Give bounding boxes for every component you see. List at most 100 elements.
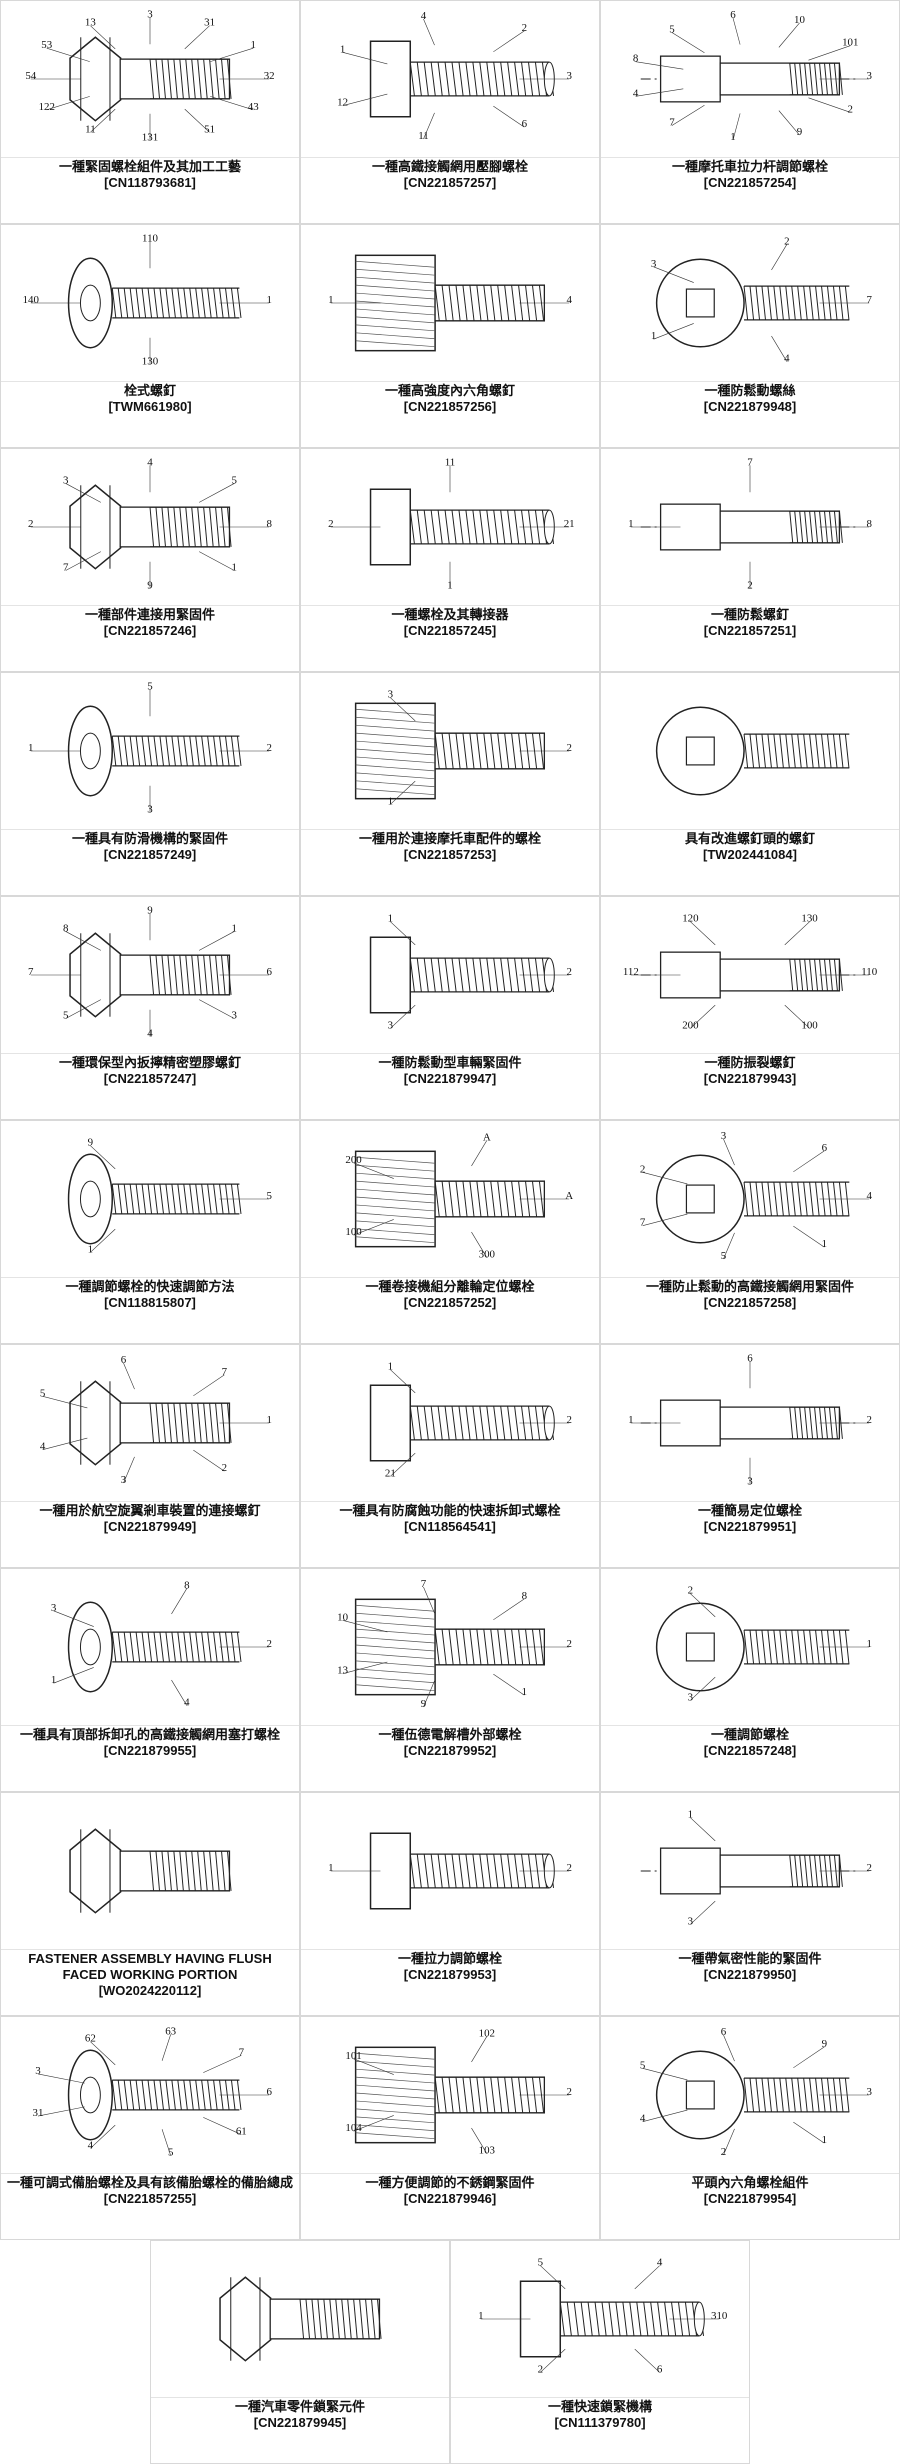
patent-drawing: 3124569	[601, 2017, 899, 2172]
patent-number[interactable]: [CN221857252]	[307, 1295, 593, 1311]
patent-cell[interactable]: 2315一種具有防滑機構的緊固件[CN221857249]	[0, 672, 300, 896]
patent-number[interactable]: [CN221879948]	[607, 399, 893, 415]
patent-title[interactable]: 一種汽車零件鎖緊元件	[157, 2399, 443, 2415]
patent-cell[interactable]: 2316一種簡易定位螺栓[CN221879951]	[600, 1344, 900, 1568]
patent-number[interactable]: [CN221879950]	[607, 1967, 893, 1983]
patent-number[interactable]: [CN221857255]	[7, 2191, 293, 2207]
patent-number[interactable]: [CN111379780]	[457, 2415, 743, 2431]
patent-cell[interactable]: 110100200112120130一種防振裂螺釘[CN221879943]	[600, 896, 900, 1120]
patent-number[interactable]: [CN221879951]	[607, 1519, 893, 1535]
patent-title[interactable]: 一種具有防滑機構的緊固件	[7, 831, 293, 847]
patent-number[interactable]: [TW202441084]	[607, 847, 893, 863]
patent-number[interactable]: [CN221857247]	[7, 1071, 293, 1087]
patent-title[interactable]: 一種環保型內扳擰精密塑膠螺釘	[7, 1055, 293, 1071]
patent-title[interactable]: 一種拉力調節螺栓	[307, 1951, 593, 1967]
patent-title[interactable]: 一種調節螺栓的快速調節方法	[7, 1279, 293, 1295]
patent-title[interactable]: 一種快速鎖緊機構	[457, 2399, 743, 2415]
patent-number[interactable]: [CN221857249]	[7, 847, 293, 863]
patent-number[interactable]: [CN221857246]	[7, 623, 293, 639]
patent-cell[interactable]: 6615431362637一種可調式備胎螺栓及具有該備胎螺栓的備胎總成[CN22…	[0, 2016, 300, 2240]
patent-title[interactable]: 一種帶氣密性能的緊固件	[607, 1951, 893, 1967]
patent-title[interactable]: 一種防鬆螺釘	[607, 607, 893, 623]
patent-number[interactable]: [TWM661980]	[7, 399, 293, 415]
patent-title[interactable]: 一種防止鬆動的高鐵接觸網用緊固件	[607, 1279, 893, 1295]
patent-cell[interactable]: 81972345一種部件連接用緊固件[CN221857246]	[0, 448, 300, 672]
patent-cell[interactable]: 132一種調節螺栓[CN221857248]	[600, 1568, 900, 1792]
patent-number[interactable]: [CN221879945]	[157, 2415, 443, 2431]
patent-title[interactable]: FASTENER ASSEMBLY HAVING FLUSH FACED WOR…	[7, 1951, 293, 1983]
patent-number[interactable]: [CN221857245]	[307, 623, 593, 639]
patent-number[interactable]: [CN221857254]	[607, 175, 893, 191]
patent-number[interactable]: [CN221857257]	[307, 175, 593, 191]
patent-number[interactable]: [CN118793681]	[7, 175, 293, 191]
patent-title[interactable]: 平頭內六角螺栓組件	[607, 2175, 893, 2191]
patent-title[interactable]: 一種防鬆動螺絲	[607, 383, 893, 399]
patent-title[interactable]: 一種高強度內六角螺釘	[307, 383, 593, 399]
patent-title[interactable]: 一種方便調節的不銹鋼緊固件	[307, 2175, 593, 2191]
patent-cell[interactable]: 8217一種防鬆螺釘[CN221857251]	[600, 448, 900, 672]
patent-title[interactable]: 一種防鬆動型車輛緊固件	[307, 1055, 593, 1071]
patent-number[interactable]: [CN221879952]	[307, 1743, 593, 1759]
patent-title[interactable]: 一種高鐵接觸網用壓腳螺栓	[307, 159, 593, 175]
patent-title[interactable]: 一種緊固螺栓組件及其加工工藝	[7, 159, 293, 175]
patent-number[interactable]: [CN221879954]	[607, 2191, 893, 2207]
patent-cell[interactable]: 32917485610101一種摩托車拉力杆調節螺栓[CN221857254]	[600, 0, 900, 224]
patent-cell[interactable]: 213一種用於連接摩托車配件的螺栓[CN221857253]	[300, 672, 600, 896]
patent-number[interactable]: [CN221857253]	[307, 847, 593, 863]
divider	[451, 2397, 749, 2398]
patent-title[interactable]: 一種用於連接摩托車配件的螺栓	[307, 831, 593, 847]
patent-cell[interactable]: 2211一種具有防腐蝕功能的快速拆卸式螺栓[CN118564541]	[300, 1344, 600, 1568]
patent-number[interactable]: [CN221857248]	[607, 1743, 893, 1759]
patent-cell[interactable]: 74132一種防鬆動螺絲[CN221879948]	[600, 224, 900, 448]
patent-title[interactable]: 具有改進螺釘頭的螺釘	[607, 831, 893, 847]
patent-title[interactable]: 栓式螺釘	[7, 383, 293, 399]
patent-number[interactable]: [CN221857256]	[307, 399, 593, 415]
patent-number[interactable]: [CN221879943]	[607, 1071, 893, 1087]
patent-number[interactable]: [CN221857258]	[607, 1295, 893, 1311]
patent-number[interactable]: [CN221879955]	[7, 1743, 293, 1759]
figure-reference-numeral: 3	[147, 804, 153, 816]
patent-number[interactable]: [CN221857251]	[607, 623, 893, 639]
patent-cell[interactable]: 63457891一種環保型內扳擰精密塑膠螺釘[CN221857247]	[0, 896, 300, 1120]
patent-number[interactable]: [CN221879949]	[7, 1519, 293, 1535]
patent-cell[interactable]: 一種汽車零件鎖緊元件[CN221879945]	[150, 2240, 450, 2464]
patent-cell[interactable]: 519一種調節螺栓的快速調節方法[CN118815807]	[0, 1120, 300, 1344]
patent-number[interactable]: [CN118815807]	[7, 1295, 293, 1311]
patent-title[interactable]: 一種具有防腐蝕功能的快速拆卸式螺栓	[307, 1503, 593, 1519]
patent-cell[interactable]: 21一種拉力調節螺栓[CN221879953]	[300, 1792, 600, 2016]
patent-cell[interactable]: 具有改進螺釘頭的螺釘[TW202441084]	[600, 672, 900, 896]
patent-cell[interactable]: A300100200A一種卷接機組分離輪定位螺栓[CN221857252]	[300, 1120, 600, 1344]
patent-title[interactable]: 一種用於航空旋翼剎車裝置的連接螺釘	[7, 1503, 293, 1519]
patent-cell[interactable]: 361112142一種高鐵接觸網用壓腳螺栓[CN221857257]	[300, 0, 600, 224]
patent-cell[interactable]: 1234567一種用於航空旋翼剎車裝置的連接螺釘[CN221879949]	[0, 1344, 300, 1568]
patent-cell[interactable]: 231一種防鬆動型車輛緊固件[CN221879947]	[300, 896, 600, 1120]
patent-cell[interactable]: 41一種高強度內六角螺釘[CN221857256]	[300, 224, 600, 448]
patent-number[interactable]: [CN221879953]	[307, 1967, 593, 1983]
patent-cell[interactable]: 24138一種具有頂部拆卸孔的高鐵接觸網用塞打螺栓[CN221879955]	[0, 1568, 300, 1792]
patent-cell[interactable]: 2103104101102一種方便調節的不銹鋼緊固件[CN221879946]	[300, 2016, 600, 2240]
patent-title[interactable]: 一種調節螺栓	[607, 1727, 893, 1743]
patent-number[interactable]: [CN118564541]	[307, 1519, 593, 1535]
divider	[601, 1277, 899, 1278]
patent-cell[interactable]: FASTENER ASSEMBLY HAVING FLUSH FACED WOR…	[0, 1792, 300, 2016]
patent-cell[interactable]: 31062154一種快速鎖緊機構[CN111379780]	[450, 2240, 750, 2464]
patent-number[interactable]: [CN221879947]	[307, 1071, 593, 1087]
patent-title[interactable]: 一種防振裂螺釘	[607, 1055, 893, 1071]
patent-title[interactable]: 一種簡易定位螺栓	[607, 1503, 893, 1519]
patent-cell[interactable]: 211211一種螺栓及其轉接器[CN221857245]	[300, 448, 600, 672]
patent-title[interactable]: 一種部件連接用緊固件	[7, 607, 293, 623]
patent-title[interactable]: 一種螺栓及其轉接器	[307, 607, 593, 623]
patent-title[interactable]: 一種伍德電解槽外部螺栓	[307, 1727, 593, 1743]
patent-title[interactable]: 一種具有頂部拆卸孔的高鐵接觸網用塞打螺栓	[7, 1727, 293, 1743]
patent-cell[interactable]: 1130140110栓式螺釘[TWM661980]	[0, 224, 300, 448]
patent-title[interactable]: 一種卷接機組分離輪定位螺栓	[307, 1279, 593, 1295]
patent-cell[interactable]: 219131078一種伍德電解槽外部螺栓[CN221879952]	[300, 1568, 600, 1792]
patent-cell[interactable]: 324351131111225453133311一種緊固螺栓組件及其加工工藝[C…	[0, 0, 300, 224]
patent-cell[interactable]: 231一種帶氣密性能的緊固件[CN221879950]	[600, 1792, 900, 2016]
patent-cell[interactable]: 4157236一種防止鬆動的高鐵接觸網用緊固件[CN221857258]	[600, 1120, 900, 1344]
patent-number[interactable]: [WO2024220112]	[7, 1983, 293, 1999]
patent-cell[interactable]: 3124569 平頭內六角螺栓組件[CN221879954]	[600, 2016, 900, 2240]
patent-title[interactable]: 一種可調式備胎螺栓及具有該備胎螺栓的備胎總成	[7, 2175, 293, 2191]
patent-number[interactable]: [CN221879946]	[307, 2191, 593, 2207]
patent-title[interactable]: 一種摩托車拉力杆調節螺栓	[607, 159, 893, 175]
